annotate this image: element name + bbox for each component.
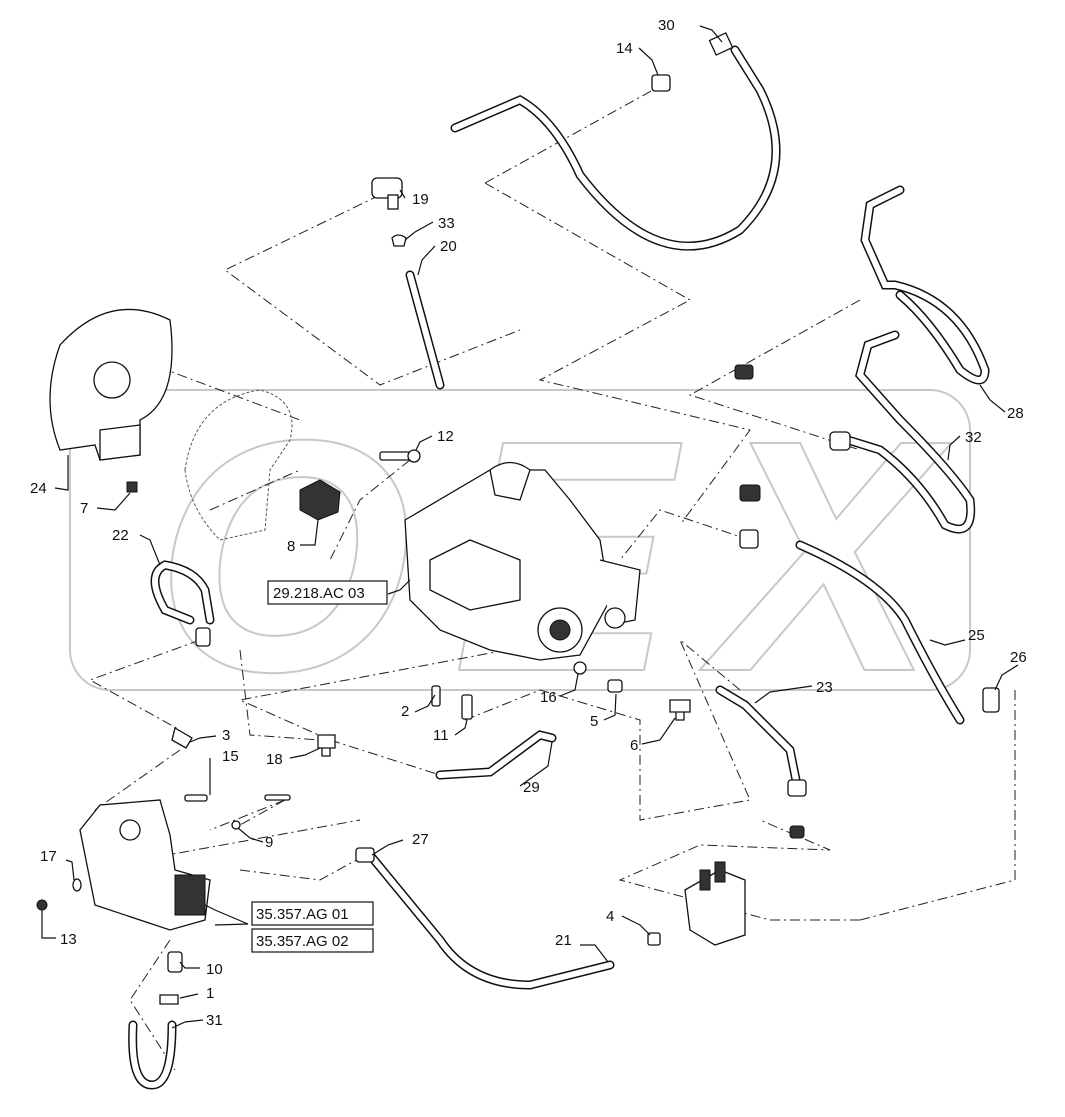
- assembly-lines: [88, 84, 1016, 1071]
- callout-19: 19: [412, 191, 429, 208]
- callout-labels: 30 14 19 33 20 28 32 12 24 7 8 22 25 26 …: [30, 17, 1027, 1029]
- clamp-33: [391, 234, 407, 247]
- hose-21: [355, 847, 615, 990]
- fitting-16: [573, 661, 587, 675]
- valve-block-right: [684, 861, 746, 946]
- fitting-4: [647, 932, 661, 946]
- callout-13: 13: [60, 931, 77, 948]
- callout-20: 20: [440, 238, 457, 255]
- callout-15: 15: [222, 748, 239, 765]
- callout-29: 29: [523, 779, 540, 796]
- screw-15: [184, 794, 208, 802]
- hose-23: [715, 685, 807, 839]
- hose-31: [128, 1020, 177, 1090]
- fitting-18: [317, 734, 336, 757]
- screw-12: [379, 449, 421, 463]
- reference-valve-b-label: 35.357.AG 02: [256, 933, 349, 950]
- reference-valve-a-label: 35.357.AG 01: [256, 906, 349, 923]
- bolt-7: [126, 481, 138, 493]
- screw-11: [461, 694, 473, 720]
- fitting-3: [171, 726, 193, 749]
- fitting-5: [607, 679, 623, 693]
- callout-30: 30: [658, 17, 675, 34]
- callout-4: 4: [606, 908, 614, 925]
- hose-25: [739, 529, 965, 725]
- fitting-10: [167, 951, 183, 973]
- screw-2: [431, 685, 441, 707]
- reference-valve-b[interactable]: 35.357.AG 02: [251, 928, 374, 953]
- hose-32: [829, 330, 976, 534]
- nut-13: [36, 899, 48, 911]
- callout-7: 7: [80, 500, 88, 517]
- cover-plate: [184, 389, 293, 541]
- coupling-8: [299, 479, 341, 521]
- fitting-6: [669, 699, 691, 721]
- callout-8: 8: [287, 538, 295, 555]
- callout-25: 25: [968, 627, 985, 644]
- callout-17: 17: [40, 848, 57, 865]
- reference-valve-a[interactable]: 35.357.AG 01: [251, 901, 374, 926]
- callout-26: 26: [1010, 649, 1027, 666]
- hose-20: [405, 270, 445, 390]
- callout-33: 33: [438, 215, 455, 232]
- housing-24: [49, 308, 173, 461]
- callout-32: 32: [965, 429, 982, 446]
- hose-28: [860, 185, 990, 385]
- fitting-19: [371, 177, 403, 210]
- callout-2: 2: [401, 703, 409, 720]
- fitting-14: [651, 74, 671, 92]
- washer-17: [72, 878, 82, 892]
- callout-21: 21: [555, 932, 572, 949]
- callout-5: 5: [590, 713, 598, 730]
- callout-23: 23: [816, 679, 833, 696]
- reference-pump-label: 29.218.AC 03: [273, 585, 365, 602]
- pump-assembly: [404, 461, 641, 661]
- callout-24: 24: [30, 480, 47, 497]
- callout-3: 3: [222, 727, 230, 744]
- bolt-9: [231, 794, 291, 830]
- callout-11: 11: [433, 727, 449, 744]
- hose-22: [150, 560, 215, 647]
- fitting-26: [982, 687, 1000, 713]
- watermark-frame: [69, 389, 971, 691]
- reference-pump[interactable]: 29.218.AC 03: [267, 580, 388, 605]
- callout-12: 12: [437, 428, 454, 445]
- callout-28: 28: [1007, 405, 1024, 422]
- callout-22: 22: [112, 527, 129, 544]
- fitting-28-adapter: [734, 364, 761, 502]
- callout-27: 27: [412, 831, 429, 848]
- leader-lines: [41, 25, 1019, 1029]
- callout-1: 1: [206, 985, 214, 1002]
- callout-9: 9: [265, 834, 273, 851]
- callout-18: 18: [266, 751, 283, 768]
- tube-29: [435, 730, 557, 780]
- callout-10: 10: [206, 961, 223, 978]
- callout-14: 14: [616, 40, 633, 57]
- hose-30: [450, 32, 781, 251]
- callout-31: 31: [206, 1012, 223, 1029]
- callout-6: 6: [630, 737, 638, 754]
- callout-16: 16: [540, 689, 557, 706]
- control-valve: [79, 799, 211, 931]
- fitting-1: [159, 994, 179, 1005]
